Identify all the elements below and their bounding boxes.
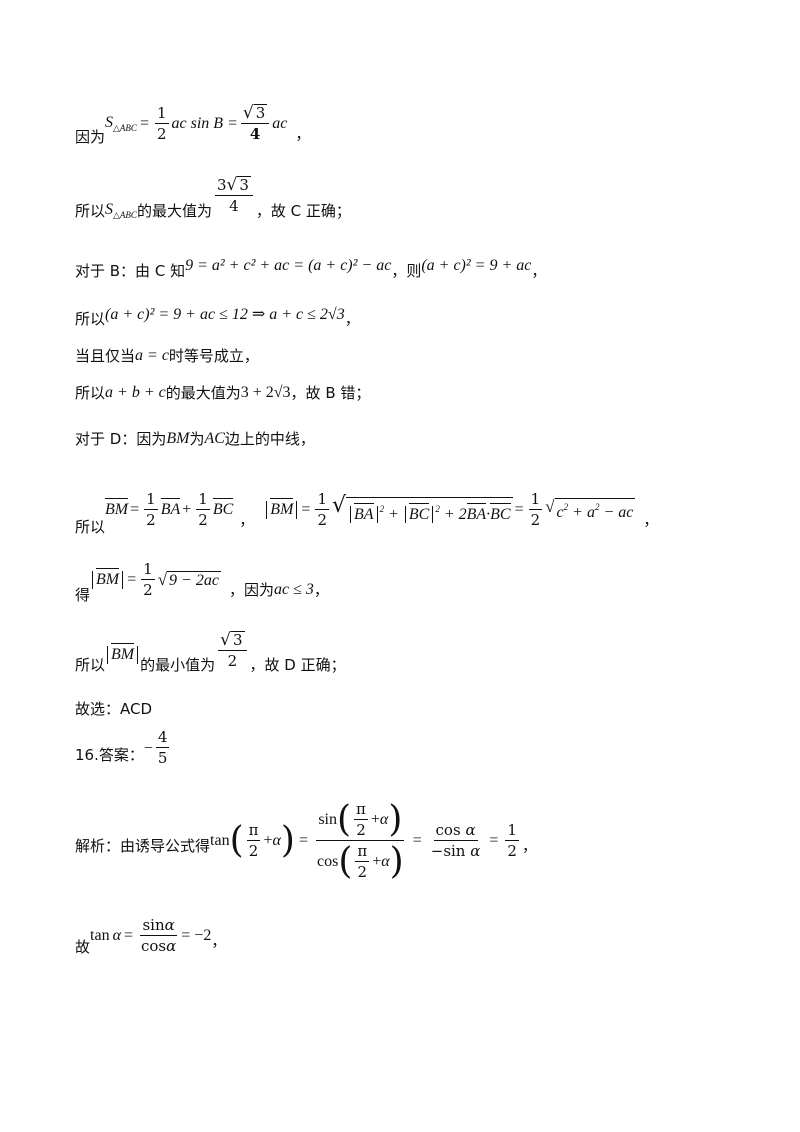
line-equality-condition: 当且仅当 a = c 时等号成立， [75, 346, 259, 366]
formula-ac-sinB: ac sin B = [171, 114, 238, 132]
norm-BM: BM [107, 642, 139, 664]
formula-sum-square: (a + c)² = 9 + ac [421, 256, 532, 274]
area-symbol: S△ABC [105, 113, 137, 133]
formula-inequality: (a + c)² = 9 + ac ≤ 12 ⇒ a + c ≤ 2√3 [105, 305, 345, 323]
vector-BC: BC [212, 497, 234, 518]
formula-perimeter: a + b + c [105, 383, 166, 401]
line-for-B: 对于 B：由 C 知 9 = a² + c² + ac = (a + c)² −… [75, 256, 547, 281]
line-inequality: 所以 (a + c)² = 9 + ac ≤ 12 ⇒ a + c ≤ 2√3 … [75, 305, 360, 329]
segment-AC: AC [204, 429, 225, 447]
segment-BM: BM [166, 429, 190, 447]
vector-BM: BM [105, 497, 129, 518]
formula-a-eq-c: a = c [135, 346, 169, 364]
formula-perimeter-max: 3 + 2√3 [240, 383, 291, 401]
fraction-3sqrt3-over-4: 3√3 4 [214, 176, 253, 215]
area-symbol: S△ABC [105, 200, 137, 220]
text-because: 因为 [75, 128, 106, 146]
norm-BM: BM [266, 497, 298, 519]
norm-BM: BM [92, 567, 124, 589]
fraction-sqrt3-over-2: √3 2 [218, 631, 247, 670]
line-max-perimeter: 所以 a + b + c 的最大值为 3 + 2√3 ，故 B 错； [75, 383, 371, 403]
formula-ac-le-3: ac ≤ 3 [273, 580, 314, 598]
fraction-sqrt3-over-4: √3 4 [240, 104, 270, 143]
line-for-D: 对于 D：因为 BM 为 AC 边上的中线， [75, 429, 315, 449]
formula-cosine-law: 9 = a² + c² + ac = (a + c)² − ac [185, 256, 392, 274]
line-min-median: 所以 BM 的最小值为 √3 2 ，故 D 正确； [75, 630, 346, 674]
line-tan-result: 故 tan α = sinα cosα = −2 ， [75, 916, 227, 956]
line-choice: 故选：ACD [75, 698, 152, 719]
line-max-area: 所以 S△ABC 的最大值为 3√3 4 ，故 C 正确； [75, 175, 351, 220]
vector-BA: BA [160, 497, 181, 518]
formula-tan-value: = −2 [181, 926, 212, 944]
answer-choice: 故选：ACD [75, 700, 153, 718]
